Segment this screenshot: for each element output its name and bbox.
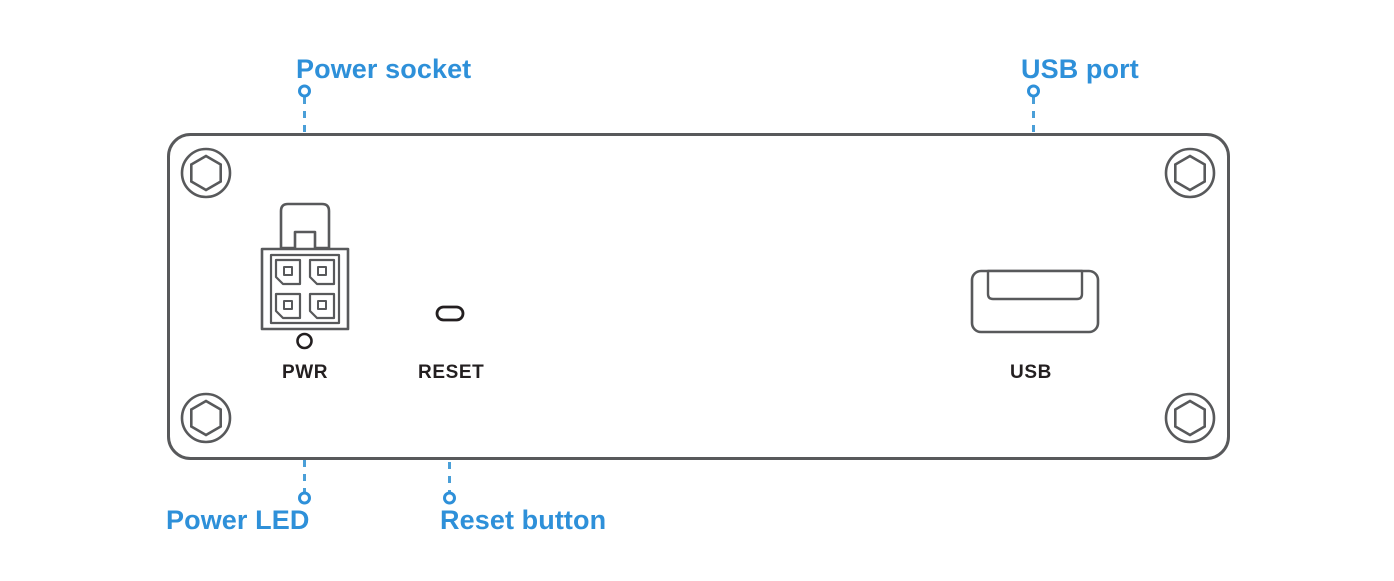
reset-switch[interactable] (435, 305, 465, 322)
panel-enclosure (167, 133, 1230, 460)
callout-label-reset-button: Reset button (440, 505, 607, 535)
power-socket-latch (279, 202, 331, 250)
callout-label-power-socket: Power socket (296, 54, 472, 84)
pwr-led-circle (296, 332, 313, 350)
screw-top-right (1164, 147, 1216, 199)
callout-label-power-led: Power LED (166, 505, 310, 535)
pin-contact-bottom-left (283, 300, 293, 310)
screw-bottom-right (1164, 392, 1216, 444)
usb-connector[interactable] (970, 269, 1100, 334)
callout-label-usb-port: USB port (1021, 54, 1139, 84)
screw-top-left (180, 147, 232, 199)
silkscreen-label-pwr: PWR (282, 362, 329, 383)
power-socket-latch-tab (293, 230, 317, 252)
leader-endpoint-reset-button (443, 491, 456, 505)
silkscreen-label-reset: RESET (418, 362, 485, 383)
leader-endpoint-usb-port (1027, 84, 1040, 98)
screw-bottom-left (180, 392, 232, 444)
reset-switch-pill (435, 305, 465, 322)
screw-group (180, 147, 1216, 444)
pin-contact-top-right (317, 266, 327, 276)
leader-endpoint-power-led (298, 491, 311, 505)
power-socket-connector[interactable] (260, 202, 350, 331)
silkscreen-label-usb: USB (1010, 362, 1052, 383)
leader-endpoint-power-socket (298, 84, 311, 98)
panel-outline (167, 133, 1230, 460)
pin-contact-bottom-right (317, 300, 327, 310)
pin-contact-top-left (283, 266, 293, 276)
pwr-led (296, 332, 313, 350)
usb-port-tongue (986, 269, 1084, 301)
power-socket-pins (274, 258, 336, 320)
